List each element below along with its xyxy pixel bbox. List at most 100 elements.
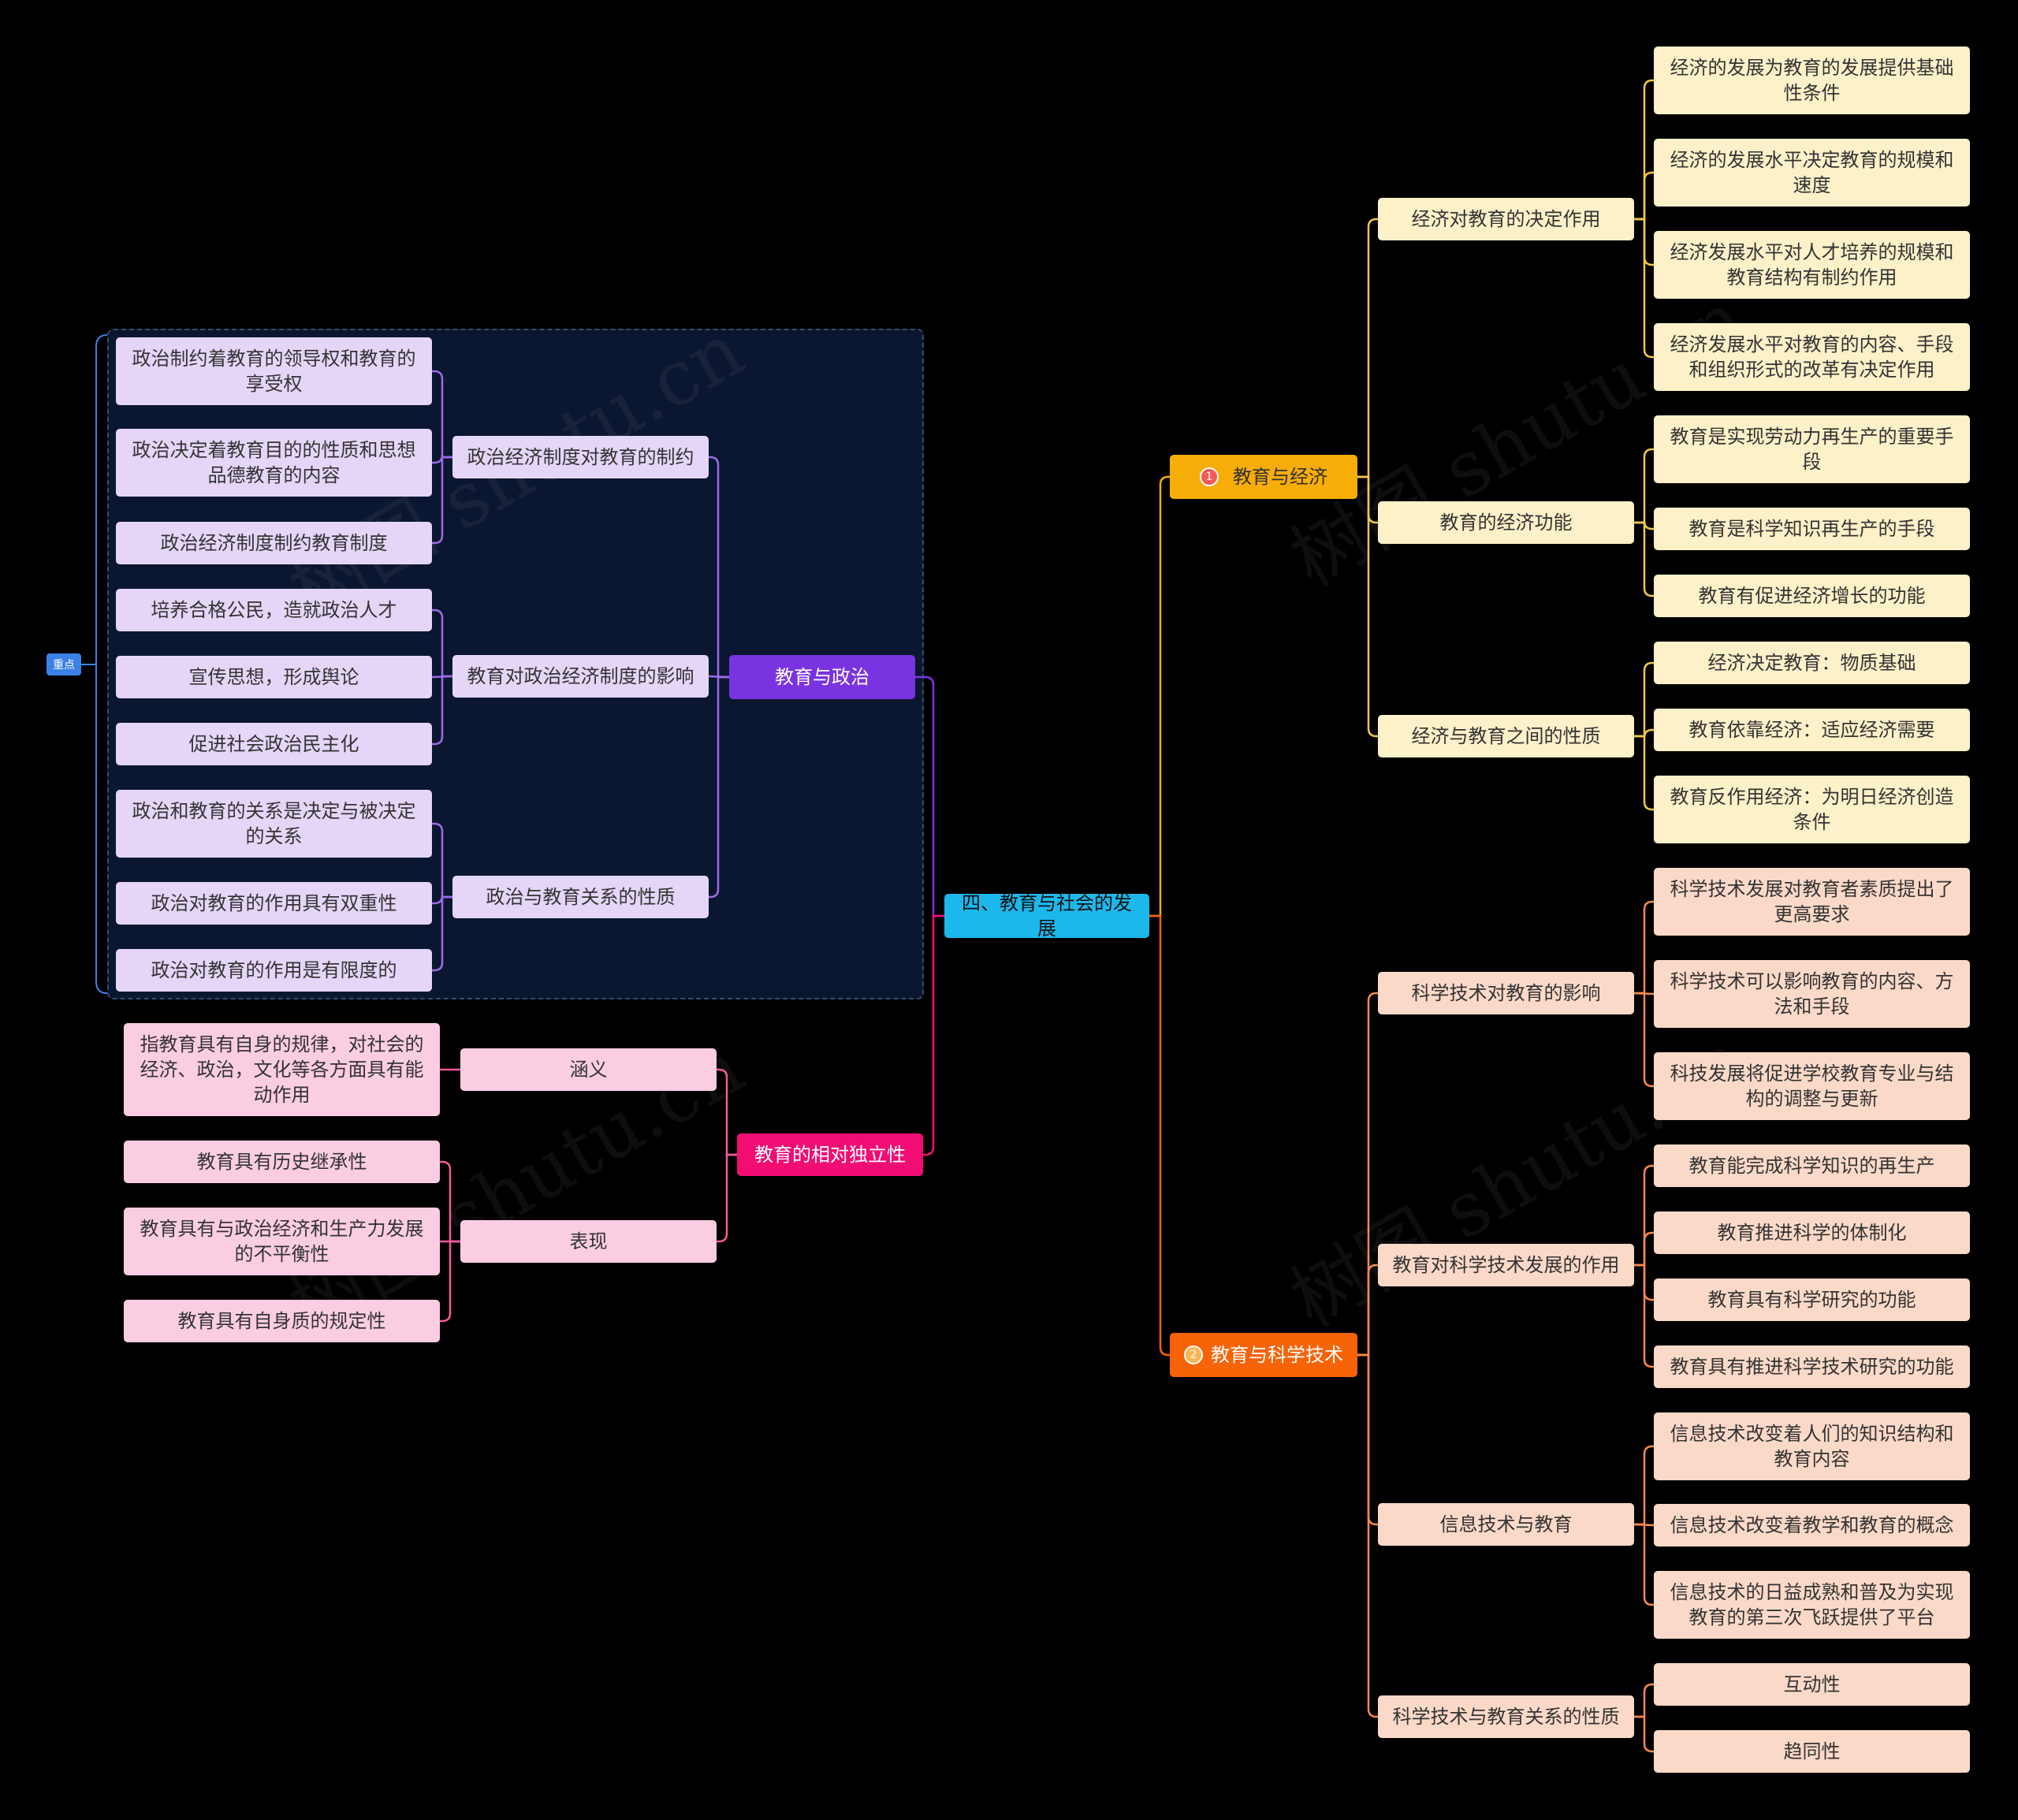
politics-sub-2[interactable]: 教育对政治经济制度的影响: [452, 655, 709, 698]
number-1-icon: 1: [1200, 467, 1219, 486]
science-leaf[interactable]: 教育推进科学的体制化: [1654, 1211, 1970, 1254]
connector-line: [432, 895, 452, 905]
connector-line: [915, 676, 944, 917]
economy-sub-3[interactable]: 经济与教育之间的性质: [1378, 715, 1634, 757]
connector-line: [717, 1153, 737, 1243]
science-sub-3[interactable]: 信息技术与教育: [1378, 1503, 1634, 1546]
connector-line: [1357, 475, 1378, 738]
branch-economy-label: 教育与经济: [1233, 466, 1327, 488]
connector-line: [1634, 1523, 1654, 1606]
science-leaf[interactable]: 教育具有科学研究的功能: [1654, 1278, 1970, 1321]
connector-line: [923, 914, 944, 1156]
focus-tag[interactable]: 重点: [47, 653, 81, 676]
economy-sub-1[interactable]: 经济对教育的决定作用: [1378, 198, 1634, 240]
connector-line: [1634, 1164, 1654, 1267]
connector-line: [1634, 992, 1654, 1088]
root-node[interactable]: 四、教育与社会的发展: [944, 892, 1149, 940]
science-sub-2[interactable]: 教育对科学技术发展的作用: [1378, 1244, 1634, 1286]
connector-line: [1634, 735, 1654, 811]
connector-line: [432, 454, 452, 464]
connector-line: [709, 676, 729, 899]
connector-line: [709, 456, 729, 679]
independence-sub-1[interactable]: 涵义: [460, 1048, 717, 1091]
connector-line: [1634, 1231, 1654, 1267]
independence-leaf[interactable]: 指教育具有自身的规律，对社会的经济、政治，文化等各方面具有能动作用: [124, 1023, 440, 1116]
number-2-icon: 2: [1184, 1345, 1203, 1364]
independence-leaf[interactable]: 教育具有历史继承性: [124, 1141, 440, 1183]
economy-leaf[interactable]: 教育反作用经济：为明日经济创造条件: [1654, 776, 1970, 843]
politics-sub-1[interactable]: 政治经济制度对教育的制约: [452, 436, 709, 478]
politics-leaf[interactable]: 促进社会政治民主化: [116, 723, 432, 765]
connector-line: [1357, 1264, 1378, 1357]
connector-line: [1357, 218, 1378, 478]
science-leaf[interactable]: 信息技术改变着人们的知识结构和教育内容: [1654, 1412, 1970, 1480]
connector-line: [1634, 1683, 1654, 1718]
connector-line: [1634, 1445, 1654, 1526]
economy-sub-2[interactable]: 教育的经济功能: [1378, 501, 1634, 544]
economy-leaf[interactable]: 教育是科学知识再生产的手段: [1654, 508, 1970, 550]
economy-leaf[interactable]: 经济发展水平对教育的内容、手段和组织形式的改革有决定作用: [1654, 323, 1970, 391]
politics-leaf[interactable]: 培养合格公民，造就政治人才: [116, 589, 432, 631]
economy-leaf[interactable]: 教育是实现劳动力再生产的重要手段: [1654, 415, 1970, 483]
connector-line: [1634, 661, 1654, 738]
politics-leaf[interactable]: 政治制约着教育的领导权和教育的享受权: [116, 337, 432, 405]
science-sub-4[interactable]: 科学技术与教育关系的性质: [1378, 1695, 1634, 1738]
science-leaf[interactable]: 科学技术发展对教育者素质提出了更高要求: [1654, 868, 1970, 936]
economy-leaf[interactable]: 经济发展水平对人才培养的规模和教育结构有制约作用: [1654, 231, 1970, 299]
economy-leaf[interactable]: 教育有促进经济增长的功能: [1654, 575, 1970, 617]
independence-sub-2[interactable]: 表现: [460, 1220, 717, 1263]
politics-sub-3[interactable]: 政治与教育关系的性质: [452, 876, 709, 918]
connector-line: [432, 370, 452, 459]
connector-line: [1634, 218, 1654, 359]
connector-line: [1634, 1264, 1654, 1368]
connector-line: [717, 1068, 737, 1156]
branch-economy[interactable]: 1 教育与经济: [1170, 455, 1357, 499]
politics-leaf[interactable]: 宣传思想，形成舆论: [116, 656, 432, 698]
connector-line: [95, 334, 108, 994]
connector-line: [432, 895, 452, 972]
branch-science-label: 教育与科学技术: [1211, 1344, 1343, 1366]
science-leaf[interactable]: 信息技术改变着教学和教育的概念: [1654, 1504, 1970, 1546]
science-leaf[interactable]: 信息技术的日益成熟和普及为实现教育的第三次飞跃提供了平台: [1654, 1571, 1970, 1639]
science-leaf[interactable]: 科技发展将促进学校教育专业与结构的调整与更新: [1654, 1052, 1970, 1120]
connector-line: [1634, 1715, 1654, 1753]
science-sub-1[interactable]: 科学技术对教育的影响: [1378, 972, 1634, 1014]
branch-science[interactable]: 2 教育与科学技术: [1170, 1333, 1357, 1377]
connector-line: [1634, 521, 1654, 597]
politics-leaf[interactable]: 政治对教育的作用具有双重性: [116, 882, 432, 925]
connector-line: [1634, 79, 1654, 221]
science-leaf[interactable]: 互动性: [1654, 1663, 1970, 1706]
connector-line: [440, 1160, 460, 1243]
independence-leaf[interactable]: 教育具有与政治经济和生产力发展的不平衡性: [124, 1208, 440, 1275]
economy-leaf[interactable]: 经济的发展水平决定教育的规模和速度: [1654, 139, 1970, 207]
connector-line: [1149, 914, 1170, 1357]
economy-leaf[interactable]: 经济决定教育：物质基础: [1654, 642, 1970, 684]
politics-leaf[interactable]: 政治决定着教育目的的性质和思想品德教育的内容: [116, 429, 432, 497]
economy-leaf[interactable]: 经济的发展为教育的发展提供基础性条件: [1654, 47, 1970, 114]
connector-line: [432, 675, 452, 746]
independence-leaf[interactable]: 教育具有自身质的规定性: [124, 1300, 440, 1342]
connector-line: [432, 822, 452, 899]
connector-line: [1357, 1353, 1378, 1718]
connector-line: [1634, 171, 1654, 221]
connector-line: [1357, 992, 1378, 1357]
connector-line: [1634, 520, 1654, 530]
politics-leaf[interactable]: 政治和教育的关系是决定与被决定的关系: [116, 790, 432, 858]
science-leaf[interactable]: 趋同性: [1654, 1730, 1970, 1773]
science-leaf[interactable]: 教育具有推进科学技术研究的功能: [1654, 1345, 1970, 1388]
politics-leaf[interactable]: 政治经济制度制约教育制度: [116, 522, 432, 564]
connector-line: [1634, 448, 1654, 524]
politics-leaf[interactable]: 政治对教育的作用是有限度的: [116, 949, 432, 992]
branch-politics[interactable]: 教育与政治: [729, 655, 915, 699]
connector-line: [432, 609, 452, 678]
connector-line: [1149, 475, 1170, 917]
branch-independence[interactable]: 教育的相对独立性: [737, 1133, 923, 1176]
connector-line: [1634, 900, 1654, 995]
connector-line: [440, 1240, 460, 1323]
economy-leaf[interactable]: 教育依靠经济：适应经济需要: [1654, 709, 1970, 751]
science-leaf[interactable]: 教育能完成科学知识的再生产: [1654, 1144, 1970, 1187]
connector-line: [432, 456, 452, 545]
science-leaf[interactable]: 科学技术可以影响教育的内容、方法和手段: [1654, 960, 1970, 1028]
